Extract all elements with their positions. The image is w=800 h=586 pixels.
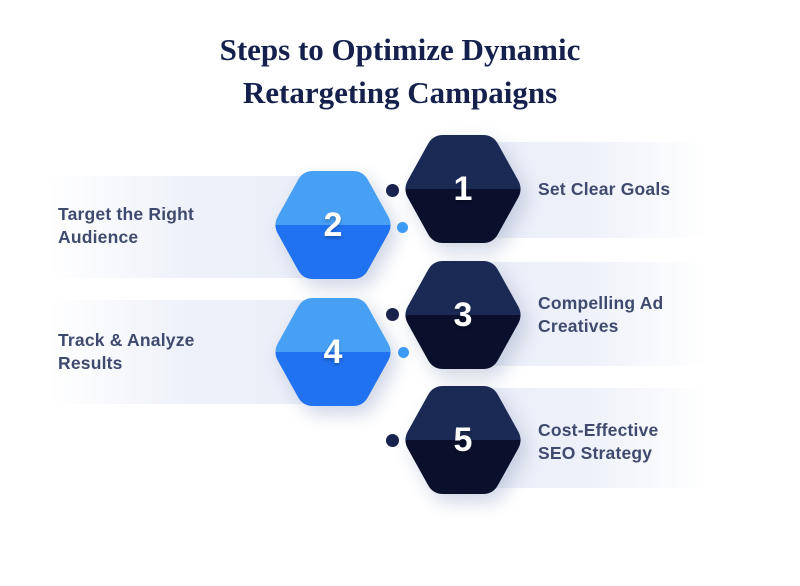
page-title: Steps to Optimize Dynamic Retargeting Ca…	[0, 28, 800, 114]
step-5-connector-dot	[386, 434, 399, 447]
step-4-number: 4	[323, 332, 343, 371]
step-5-hexagon	[405, 386, 521, 494]
page-title-line-2: Retargeting Campaigns	[242, 75, 558, 110]
step-2-connector-dot	[397, 222, 408, 233]
step-4-hexagon	[275, 298, 391, 406]
step-1-label: Set Clear Goals	[538, 179, 671, 199]
step-5-label: Cost-Effective SEO Strategy	[538, 420, 659, 463]
step-4-connector-dot	[398, 347, 409, 358]
step-3-label: Compelling Ad Creatives	[538, 293, 664, 336]
step-3-hexagon	[405, 261, 521, 369]
step-4-label: Track & Analyze Results	[58, 330, 195, 373]
step-1-connector-dot	[386, 184, 399, 197]
step-3-number: 3	[453, 295, 473, 334]
step-2-number: 2	[323, 205, 343, 244]
step-2-hexagon	[275, 171, 391, 279]
step-3-connector-dot	[386, 308, 399, 321]
step-1-number: 1	[453, 169, 473, 208]
page-title-line-1: Steps to Optimize Dynamic	[219, 32, 581, 67]
step-1-hexagon	[405, 135, 521, 243]
step-5-number: 5	[453, 420, 473, 459]
step-2-label: Target the Right Audience	[58, 204, 195, 247]
